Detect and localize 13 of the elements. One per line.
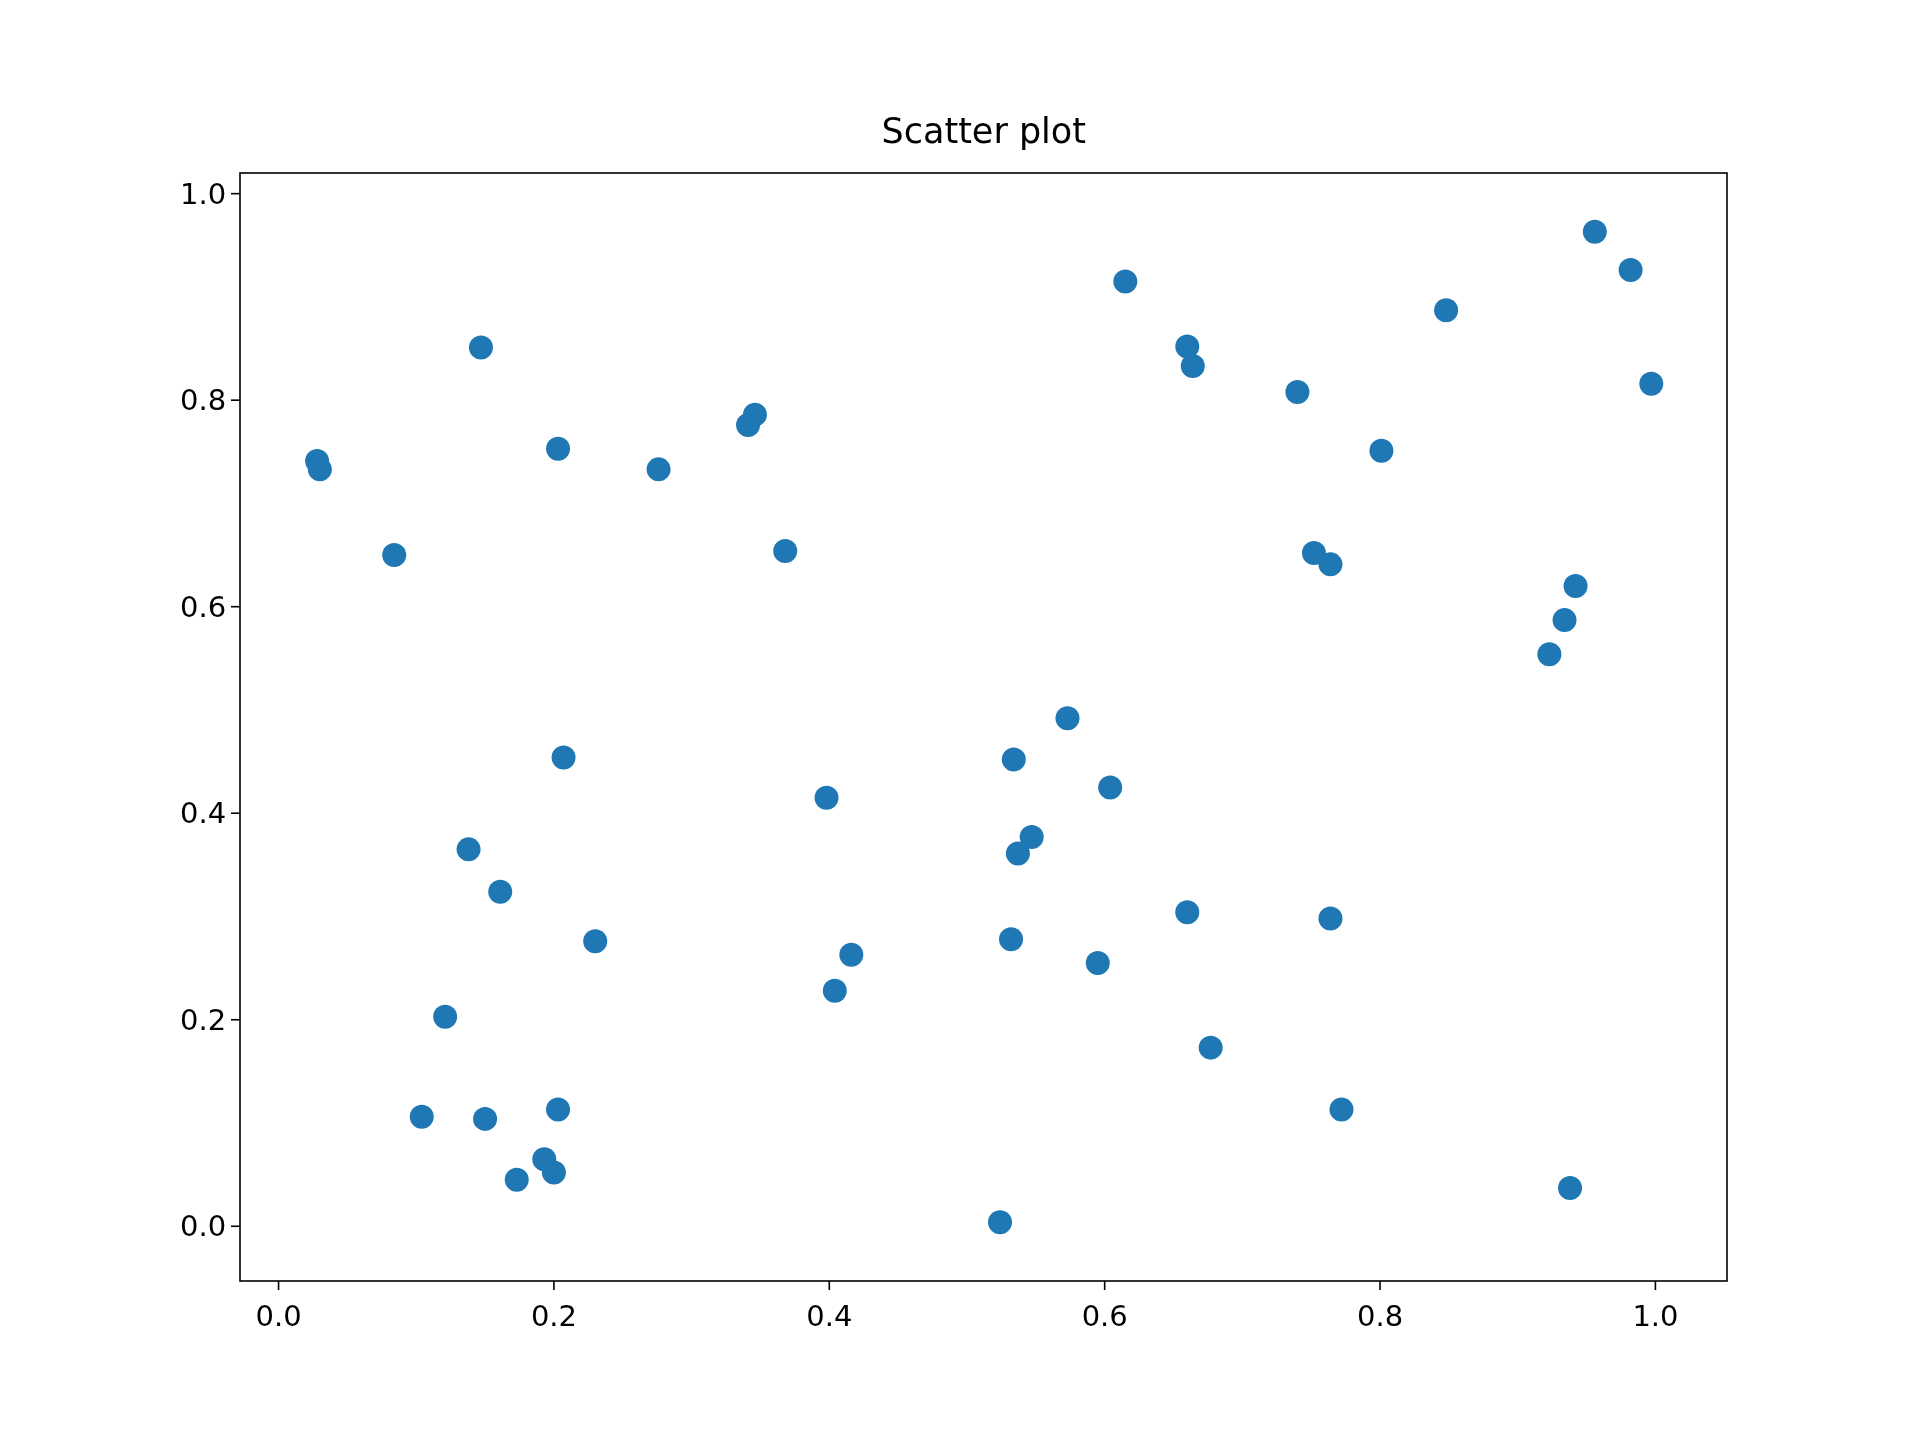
tick-label: 0.2 [530,1299,578,1333]
tick-label: 1.0 [1632,1299,1679,1333]
tick-label: 0.0 [180,1209,227,1244]
tick-label: 0.6 [1081,1299,1128,1333]
tick-label: 0.8 [1357,1299,1404,1333]
tick-label: 0.8 [180,383,227,418]
tick-label: 0.0 [255,1299,302,1333]
tick-label: 1.0 [180,176,227,211]
tick-label: 0.4 [180,796,227,831]
tick-label: 0.2 [180,1002,227,1037]
tick-label: 0.6 [180,589,227,624]
chart-title: Scatter plot [881,111,1086,151]
tick-label: 0.4 [806,1299,853,1333]
